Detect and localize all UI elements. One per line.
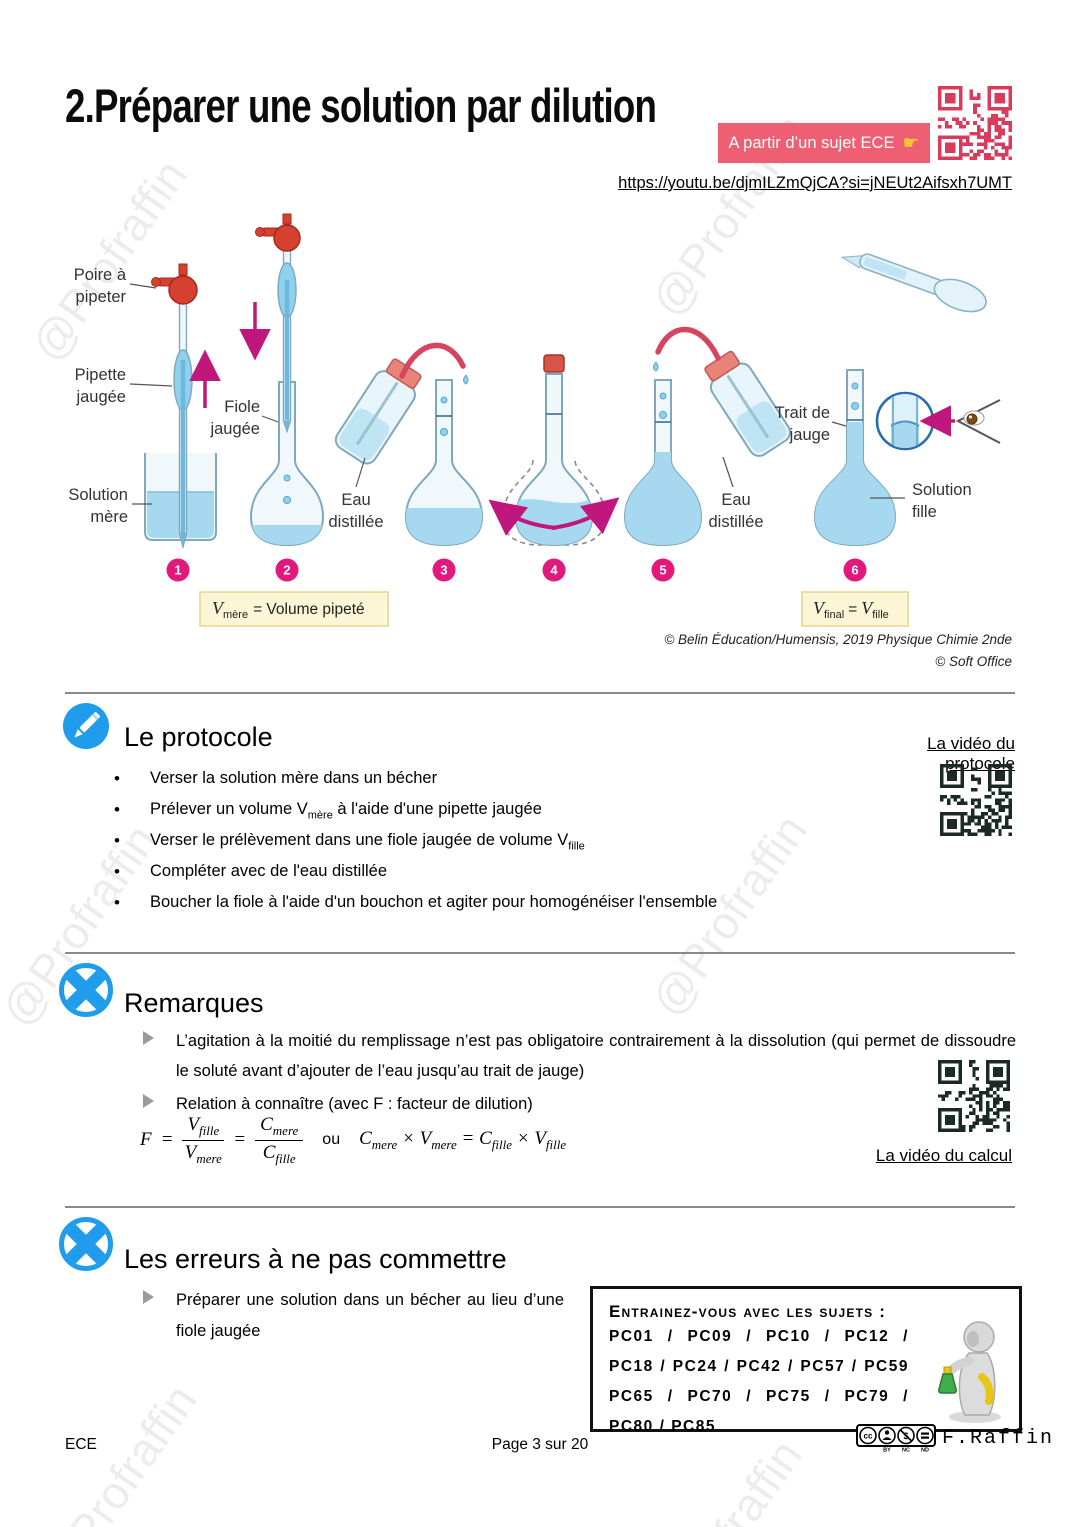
svg-text:5: 5: [659, 563, 666, 578]
caption-vfinal: Vfinal=Vfille: [801, 591, 909, 627]
caption-vmere: Vmère= Volume pipeté: [199, 591, 389, 627]
svg-text:jaugée: jaugée: [75, 388, 126, 406]
step6-final-flask: [813, 253, 1001, 547]
label-eau-distillee: Eau: [721, 491, 750, 509]
triangle-bullet-icon: [143, 1094, 154, 1108]
list-item: Compléter avec de l'eau distillée: [108, 861, 908, 892]
step1-beaker-pipette: [144, 263, 221, 549]
qr-code-video[interactable]: [938, 86, 1012, 160]
svg-text:cc: cc: [864, 1432, 873, 1441]
protocol-heading: Le protocole: [124, 722, 273, 752]
label-solution-mere: Solution: [68, 486, 128, 504]
svg-text:3: 3: [440, 563, 447, 578]
dilution-diagram-svg: Poire à pipeter Pipette jaugée Solution …: [68, 213, 1012, 669]
eye-icon: [955, 399, 1001, 444]
dilution-diagram: Poire à pipeter Pipette jaugée Solution …: [50, 210, 1040, 680]
svg-text:pipeter: pipeter: [76, 288, 127, 306]
svg-text:Vfinal=Vfille: Vfinal=Vfille: [813, 598, 889, 621]
connector-lines: [129, 283, 905, 505]
list-item: Boucher la fiole à l'aide d'un bouchon e…: [108, 892, 908, 923]
footer-page-number: Page 3 sur 20: [491, 1436, 589, 1453]
practice-line: PC65 / PC70 / PC75 / PC79 /: [609, 1388, 909, 1405]
list-item: Verser la solution mère dans un bécher: [108, 768, 908, 799]
practice-box-title: Entrainez-vous avec les sujets :: [609, 1302, 887, 1321]
qr-code-calcul[interactable]: [938, 1060, 1010, 1132]
practice-line: PC80 / PC85: [609, 1418, 716, 1435]
remarks-bullet: L’agitation à la moitié du remplissage n…: [176, 1032, 1016, 1080]
label-trait-de-jauge: Trait de: [775, 404, 830, 422]
list-item: Prélever un volume Vmère à l'aide d'une …: [108, 799, 908, 830]
section-divider: [65, 1206, 1015, 1208]
list-item: Verser le prélèvement dans une fiole jau…: [108, 830, 908, 861]
calcul-video-link[interactable]: La vidéo du calcul: [875, 1146, 1012, 1165]
svg-text:distillée: distillée: [708, 513, 763, 531]
label-poire: Poire à: [74, 266, 127, 284]
ece-subject-badge[interactable]: A partir d’un sujet ECE ☛: [718, 123, 930, 163]
errors-bullet: Préparer une solution dans un bécher au …: [176, 1291, 564, 1340]
label-solution-fille: Solution: [912, 481, 972, 499]
svg-text:jauge: jauge: [789, 426, 830, 444]
svg-text:jaugée: jaugée: [209, 420, 260, 438]
watermark: @Profraffin: [30, 1375, 207, 1527]
step2-fiole-pipette: [239, 213, 325, 547]
cc-license-badge: cc $ BY NC ND: [856, 1424, 936, 1457]
video-url-link[interactable]: https://youtu.be/djmILZmQjCA?si=jNEUt2Ai…: [618, 174, 1012, 192]
pointing-finger-icon: ☛: [902, 132, 920, 154]
svg-text:2: 2: [283, 563, 290, 578]
svg-text:NC: NC: [902, 1448, 910, 1453]
footer-author: F.Raffin: [942, 1427, 1055, 1450]
practice-subjects-box: Entrainez-vous avec les sujets : PC01 / …: [590, 1286, 1022, 1435]
cross-circle-icon: [58, 962, 114, 1023]
footer-left: ECE: [65, 1436, 97, 1453]
svg-text:Vmère= Volume pipeté: Vmère= Volume pipeté: [212, 598, 365, 621]
section-divider: [65, 692, 1015, 694]
step4-swirl-flask: [488, 354, 620, 547]
watermark: @Profraffin: [635, 1430, 813, 1527]
svg-text:4: 4: [550, 563, 558, 578]
badge-label: A partir d’un sujet ECE: [728, 133, 895, 152]
remarks-heading: Remarques: [124, 988, 264, 1018]
pipette-bulb-red: [151, 263, 198, 305]
triangle-bullet-icon: [143, 1031, 154, 1045]
magnifier-lens: [875, 391, 935, 451]
svg-text:mère: mère: [90, 508, 128, 526]
pencil-icon: [62, 702, 110, 755]
errors-heading: Les erreurs à ne pas commettre: [124, 1244, 507, 1274]
svg-text:ND: ND: [921, 1448, 929, 1453]
credit-line: © Soft Office: [935, 654, 1012, 669]
svg-text:1: 1: [174, 563, 181, 578]
chemist-figurine: [927, 1317, 1009, 1430]
pipette-bulb-red: [255, 213, 301, 252]
svg-text:distillée: distillée: [328, 513, 383, 531]
practice-line: PC18 / PC24 / PC42 / PC57 / PC59: [609, 1358, 909, 1375]
credit-line: © Belin Éducation/Humensis, 2019 Physiqu…: [664, 632, 1012, 647]
qr-code-protocol[interactable]: [940, 764, 1012, 836]
dropper: [840, 253, 987, 313]
label-eau-distillee: Eau: [341, 491, 370, 509]
svg-text:BY: BY: [883, 1448, 891, 1453]
section-divider: [65, 952, 1015, 954]
label-pipette: Pipette: [75, 366, 126, 384]
step3-wash-bottle-flask: [334, 342, 484, 547]
triangle-bullet-icon: [143, 1290, 154, 1304]
protocol-bullet-list: Verser la solution mère dans un bécher P…: [108, 768, 908, 923]
step-numbers: 1 2 3 4 5 6: [166, 558, 867, 582]
svg-text:6: 6: [851, 563, 858, 578]
cross-circle-icon: [58, 1216, 114, 1277]
remarks-bullet: Relation à connaître (avec F : facteur d…: [176, 1095, 533, 1113]
practice-line: PC01 / PC09 / PC10 / PC12 /: [609, 1328, 909, 1345]
svg-text:fille: fille: [912, 503, 937, 521]
page-title: 2.Préparer une solution par dilution: [65, 79, 657, 132]
label-fiole: Fiole: [224, 398, 260, 416]
